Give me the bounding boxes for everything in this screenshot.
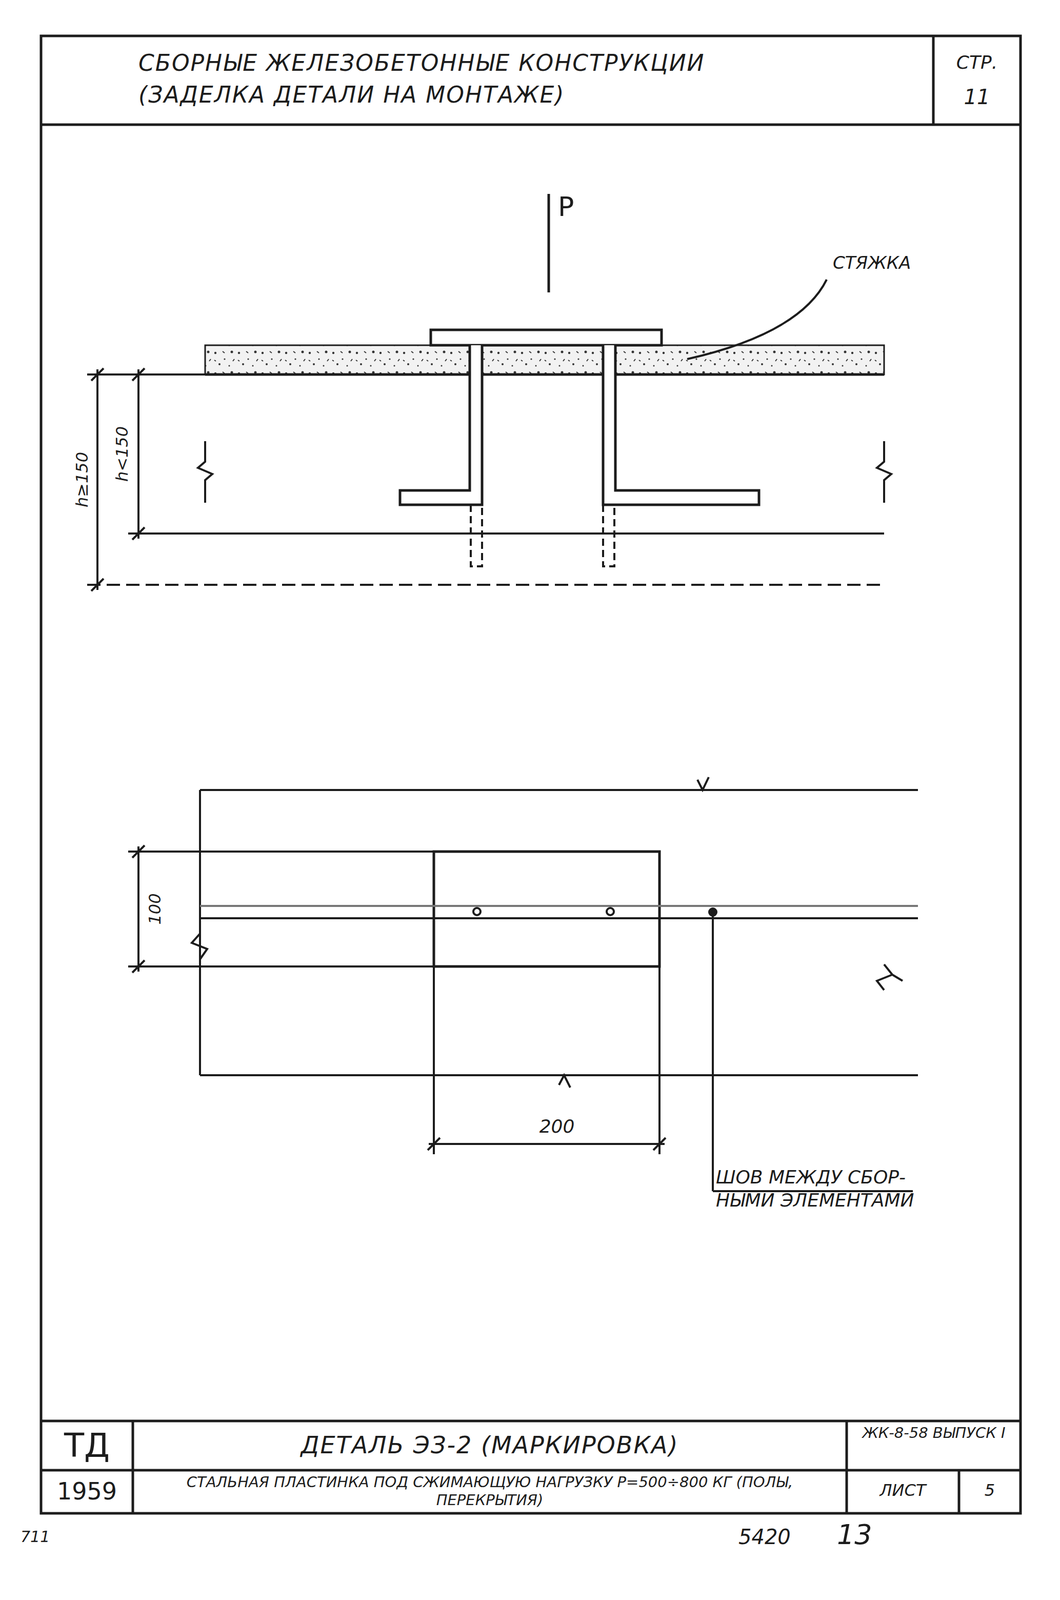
detail-description: СТАЛЬНАЯ ПЛАСТИНКА ПОД СЖИМАЮЩУЮ НАГРУЗК… (139, 1472, 840, 1509)
archive-number: 5420 (738, 1524, 791, 1549)
sheet-label: ЛИСТ (846, 1480, 959, 1500)
seam-note: ШОВ МЕЖДУ СБОР- НЫМИ ЭЛЕМЕНТАМИ (715, 1165, 963, 1212)
stamp-code: ТД (41, 1425, 133, 1466)
page-number: 11 (933, 84, 1021, 110)
load-label: P (557, 190, 574, 223)
page-label: СТР. (933, 51, 1021, 74)
sheet-number: 5 (958, 1480, 1021, 1500)
archive-number: 13 (836, 1517, 873, 1552)
archive-number: 711 (20, 1527, 50, 1546)
stamp-year: 1959 (41, 1476, 133, 1506)
dimension: h≥150 (72, 451, 92, 508)
dimension: 100 (145, 892, 165, 925)
series-number: ЖК-8-58 ВЫПУСК I (851, 1423, 1017, 1442)
dimension: h<150 (112, 426, 132, 482)
screed-label: СТЯЖКА (832, 252, 911, 274)
detail-name: ДЕТАЛЬ ЭЗ-2 (МАРКИРОВКА) (132, 1430, 847, 1459)
dimension: 200 (495, 1114, 619, 1137)
sheet-title: СБОРНЫЕ ЖЕЛЕЗОБЕТОННЫЕ КОНСТРУКЦИИ (ЗАДЕ… (138, 47, 765, 111)
